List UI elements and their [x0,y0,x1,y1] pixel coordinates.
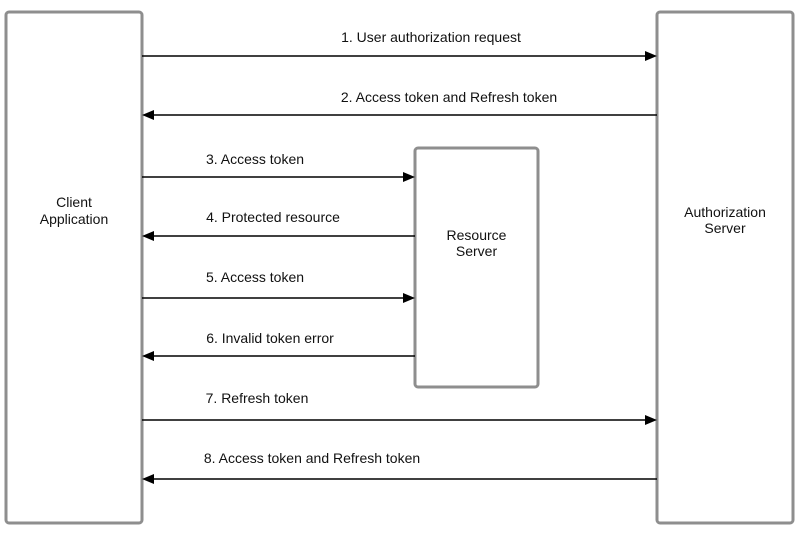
client-application-box: Client Application [4,10,144,525]
authorization-server-label-line2: Server [704,220,746,236]
arrow-left-icon [142,351,154,361]
arrow-right-icon [645,51,657,61]
message-2-label: 2. Access token and Refresh token [341,89,557,105]
message-3-label: 3. Access token [206,151,304,167]
message-8: 8. Access token and Refresh token [142,450,657,484]
arrow-left-icon [142,110,154,120]
resource-server-label-line2: Server [456,243,498,259]
client-application-label-line1: Client [56,194,92,210]
message-1-label: 1. User authorization request [341,29,521,45]
resource-server-box: Resource Server [413,146,540,389]
message-4: 4. Protected resource [142,209,415,241]
message-5-label: 5. Access token [206,269,304,285]
authorization-server-box: Authorization Server [655,10,795,525]
arrow-left-icon [142,474,154,484]
message-8-label: 8. Access token and Refresh token [204,450,420,466]
message-2: 2. Access token and Refresh token [142,89,657,120]
client-application-label-line2: Application [40,211,109,227]
arrow-left-icon [142,231,154,241]
arrow-right-icon [403,293,415,303]
message-7: 7. Refresh token [142,390,657,425]
message-5: 5. Access token [142,269,415,303]
resource-server-label-line1: Resource [447,227,507,243]
message-6-label: 6. Invalid token error [206,330,334,346]
message-6: 6. Invalid token error [142,330,415,361]
message-1: 1. User authorization request [142,29,657,61]
arrow-right-icon [645,415,657,425]
arrow-right-icon [403,172,415,182]
authorization-server-label-line1: Authorization [684,204,766,220]
message-4-label: 4. Protected resource [206,209,340,225]
message-3: 3. Access token [142,151,415,182]
message-7-label: 7. Refresh token [206,390,309,406]
